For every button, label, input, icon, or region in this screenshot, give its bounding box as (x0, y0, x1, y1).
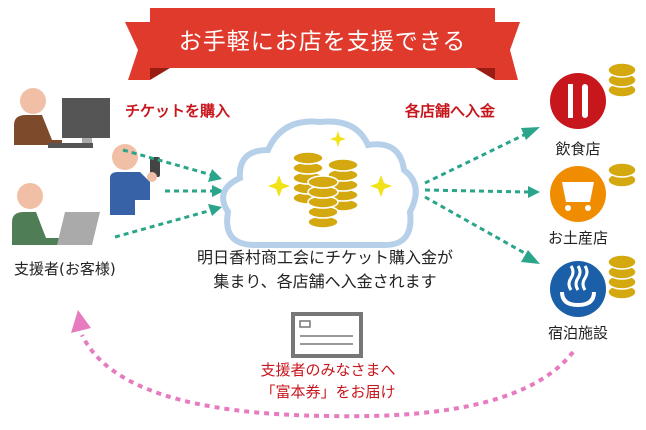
center-line-2: 集まり、各店舗へ入金されます (213, 272, 437, 291)
person-desktop-icon (14, 88, 110, 148)
purchase-ticket-label: チケットを購入 (125, 102, 231, 120)
payment-arrows (424, 127, 540, 264)
delivery-description: 支援者のみなさまへ 「富本券」をお届け (228, 359, 428, 403)
center-line-1: 明日香村商工会にチケット購入金が (196, 248, 453, 267)
delivery-return-arrow (71, 310, 575, 419)
delivery-line-2: 「富本券」をお届け (260, 383, 396, 401)
supporter-label: 支援者(お客様) (14, 260, 116, 278)
page-title: お手軽にお店を支援できる (178, 29, 467, 55)
coin-stacks-icon (607, 62, 637, 300)
person-smartphone-icon (110, 144, 160, 215)
shop-lodging-icon (550, 261, 606, 317)
shop-label-lodging: 宿泊施設 (547, 324, 608, 342)
purchase-arrows (114, 148, 224, 239)
person-laptop-icon (12, 183, 100, 245)
ticket-icon (291, 312, 363, 358)
shop-restaurant-icon (550, 73, 606, 129)
shop-souvenir-icon (550, 166, 606, 222)
shop-label-restaurant: 飲食店 (555, 140, 601, 158)
deposit-label: 各店舗へ入金 (405, 102, 496, 120)
delivery-line-1: 支援者のみなさまへ (260, 361, 396, 379)
shop-label-souvenir: お土産店 (547, 229, 608, 247)
title-banner (125, 8, 520, 80)
center-description: 明日香村商工会にチケット購入金が 集まり、各店舗へ入金されます (175, 246, 475, 294)
cloud-coins-icon (220, 118, 419, 248)
